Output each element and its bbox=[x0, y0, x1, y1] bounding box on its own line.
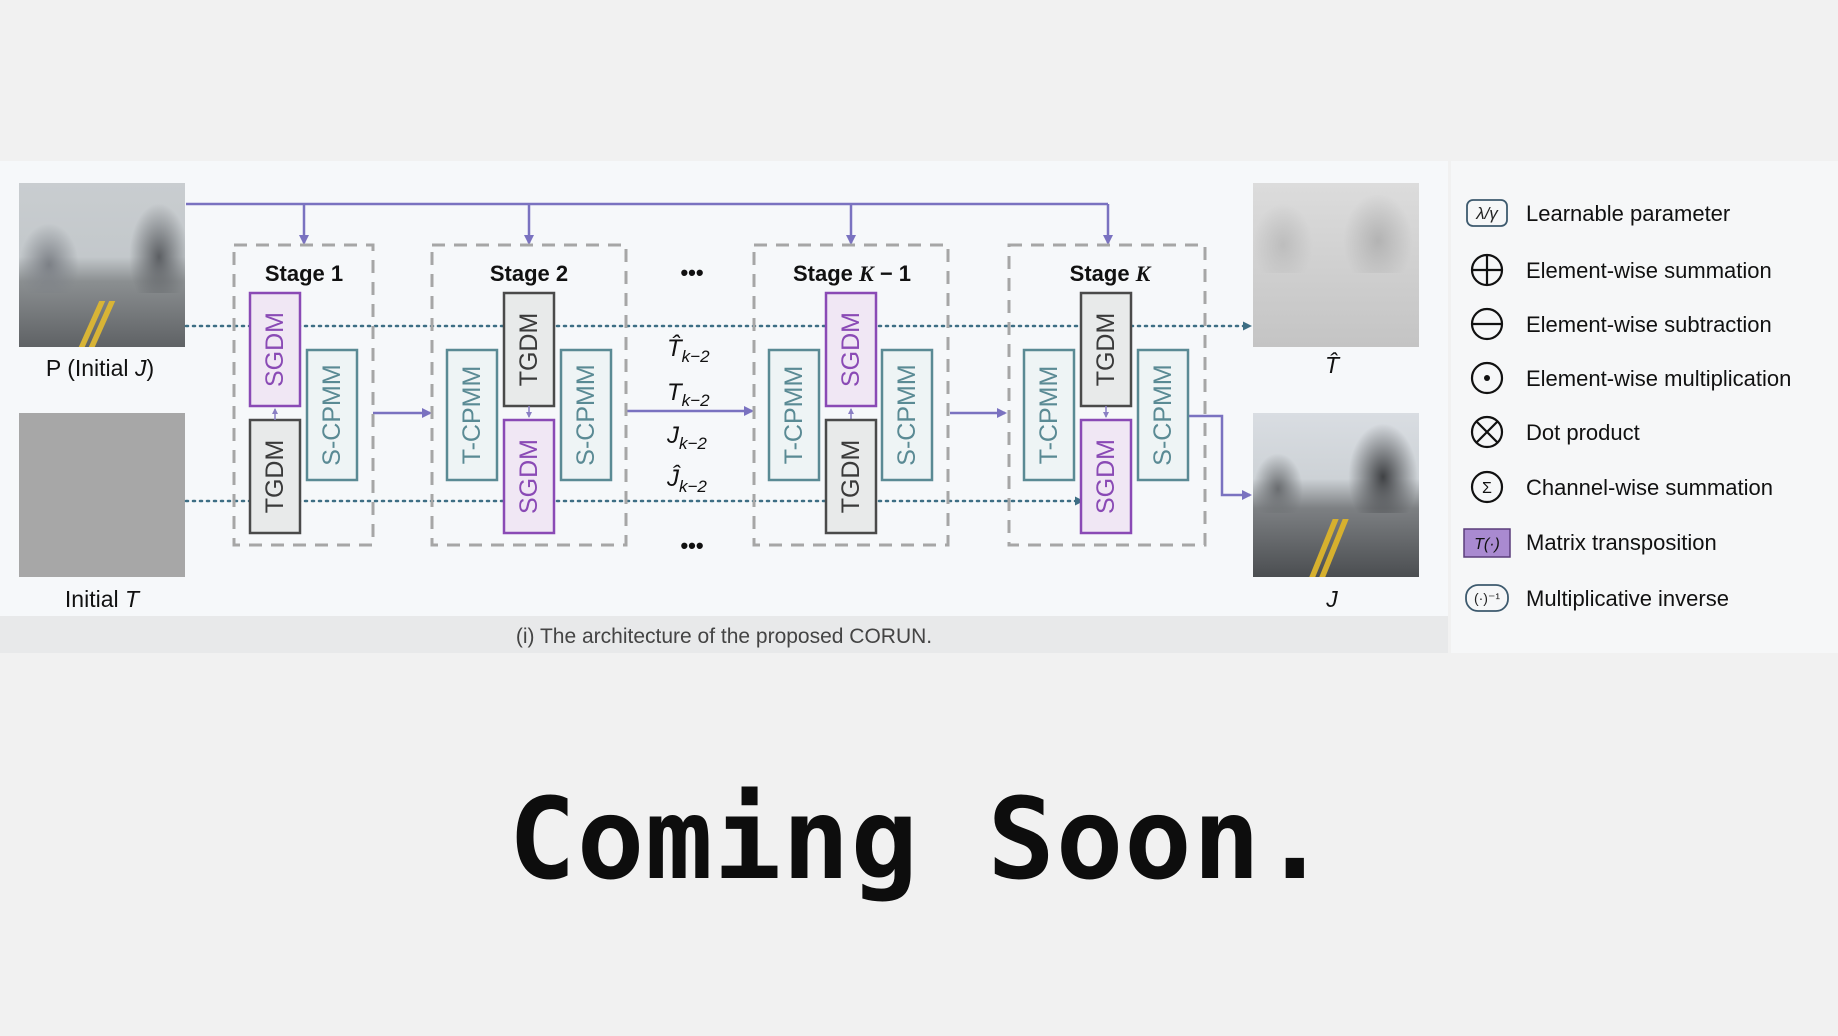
stage-2-tgdm-label: TGDM bbox=[515, 313, 543, 387]
stage-k-1-s-cpmm-block bbox=[880, 348, 934, 482]
t-hat-output-image bbox=[1253, 183, 1419, 347]
legend-panel bbox=[1451, 161, 1838, 653]
stage-k-1-box bbox=[752, 243, 950, 547]
stage-2-box bbox=[430, 243, 628, 547]
stage-k-label: Stage K bbox=[1070, 261, 1152, 286]
circle-minus-icon bbox=[1470, 307, 1504, 341]
intermediate-j-hat: Ĵk−2 bbox=[666, 464, 707, 496]
stage-k-s-cpmm-block bbox=[1136, 348, 1190, 482]
stage-k-1-t-cpmm-label: T-CPMM bbox=[780, 366, 808, 465]
stage-2-label: Stage 2 bbox=[490, 261, 568, 286]
foggy-road-input-image bbox=[19, 183, 185, 347]
stage-1-box bbox=[232, 243, 375, 547]
circle-sigma-icon: Σ bbox=[1470, 470, 1504, 504]
ellipsis-bottom: ••• bbox=[680, 533, 703, 558]
stage-k-t-cpmm-block bbox=[1022, 348, 1076, 482]
intermediate-t: Tk−2 bbox=[667, 379, 710, 410]
svg-text:λ/γ: λ/γ bbox=[1475, 204, 1499, 223]
stage-k-1-t-cpmm-block bbox=[767, 348, 821, 482]
stage-1-sgdm-label: SGDM bbox=[261, 312, 289, 387]
legend-label-channel-wise-summation: Channel-wise summation bbox=[1526, 475, 1773, 500]
output-arrow-j bbox=[1186, 414, 1252, 500]
ellipsis-top: ••• bbox=[680, 260, 703, 285]
legend-label-multiplicative-inverse: Multiplicative inverse bbox=[1526, 586, 1729, 611]
stage-2-t-cpmm-block bbox=[445, 348, 499, 482]
lambda-gamma-icon: λ/γ bbox=[1466, 199, 1508, 227]
svg-text:Σ: Σ bbox=[1482, 480, 1492, 497]
stage-2-s-cpmm-block bbox=[559, 348, 613, 482]
stage-k-1-tgdm-label: TGDM bbox=[837, 440, 865, 514]
stage-1-label: Stage 1 bbox=[265, 261, 343, 286]
legend-label-dot-product: Dot product bbox=[1526, 420, 1640, 445]
initial-t-label: Initial T bbox=[65, 586, 141, 612]
stage-k-tgdm-label: TGDM bbox=[1092, 313, 1120, 387]
coming-soon-heading: Coming Soon. bbox=[508, 775, 1330, 905]
stage-2-sgdm-block bbox=[502, 418, 556, 535]
legend-label-element-wise-subtraction: Element-wise subtraction bbox=[1526, 312, 1772, 337]
j-label: J bbox=[1325, 586, 1338, 612]
stage-k-sgdm-label: SGDM bbox=[1092, 439, 1120, 514]
p-initial-j-label: P (Initial J) bbox=[46, 355, 154, 381]
t-hat-label: T̂ bbox=[1325, 351, 1341, 378]
intermediate-j: Jk−2 bbox=[666, 422, 707, 453]
stage-k-1-s-cpmm-label: S-CPMM bbox=[893, 364, 921, 465]
stage-1-tgdm-label: TGDM bbox=[261, 440, 289, 514]
transpose-icon: T(·) bbox=[1463, 528, 1511, 558]
legend-label-matrix-transposition: Matrix transposition bbox=[1526, 530, 1717, 555]
svg-text:T(·): T(·) bbox=[1474, 536, 1500, 553]
stage-k-tgdm-block bbox=[1079, 291, 1133, 408]
inverse-icon: (·)⁻¹ bbox=[1465, 584, 1509, 612]
stage-k-box bbox=[1007, 243, 1207, 547]
stage-2-t-cpmm-label: T-CPMM bbox=[458, 366, 486, 465]
stage-k-t-cpmm-label: T-CPMM bbox=[1035, 366, 1063, 465]
legend-label-learnable-parameter: Learnable parameter bbox=[1526, 201, 1730, 226]
architecture-panel bbox=[0, 161, 1448, 616]
stage-1-s-cpmm-block bbox=[305, 348, 359, 482]
stage-k-1-sgdm-label: SGDM bbox=[837, 312, 865, 387]
stage-k-1-label: Stage K − 1 bbox=[793, 261, 911, 286]
stage-k-sgdm-block bbox=[1079, 418, 1133, 535]
legend-label-element-wise-summation: Element-wise summation bbox=[1526, 258, 1772, 283]
caption-strip bbox=[0, 616, 1448, 653]
stage-2-s-cpmm-label: S-CPMM bbox=[572, 364, 600, 465]
stage-k-s-cpmm-label: S-CPMM bbox=[1149, 364, 1177, 465]
circle-dot-icon bbox=[1470, 361, 1504, 395]
stage-k-1-tgdm-block bbox=[824, 418, 878, 535]
legend-label-element-wise-multiplication: Element-wise multiplication bbox=[1526, 366, 1791, 391]
stage-k-1-sgdm-block bbox=[824, 291, 878, 408]
initial-t-image bbox=[19, 413, 185, 577]
figure-caption: (i) The architecture of the proposed COR… bbox=[516, 625, 932, 648]
circle-times-icon bbox=[1470, 415, 1504, 449]
stage-2-sgdm-label: SGDM bbox=[515, 439, 543, 514]
stage-1-sgdm-block bbox=[248, 291, 302, 408]
intermediate-t-hat: T̂k−2 bbox=[667, 334, 710, 366]
svg-text:(·)⁻¹: (·)⁻¹ bbox=[1474, 590, 1500, 606]
stage-1-s-cpmm-label: S-CPMM bbox=[318, 364, 346, 465]
j-output-image bbox=[1253, 413, 1419, 577]
circle-plus-icon bbox=[1470, 253, 1504, 287]
